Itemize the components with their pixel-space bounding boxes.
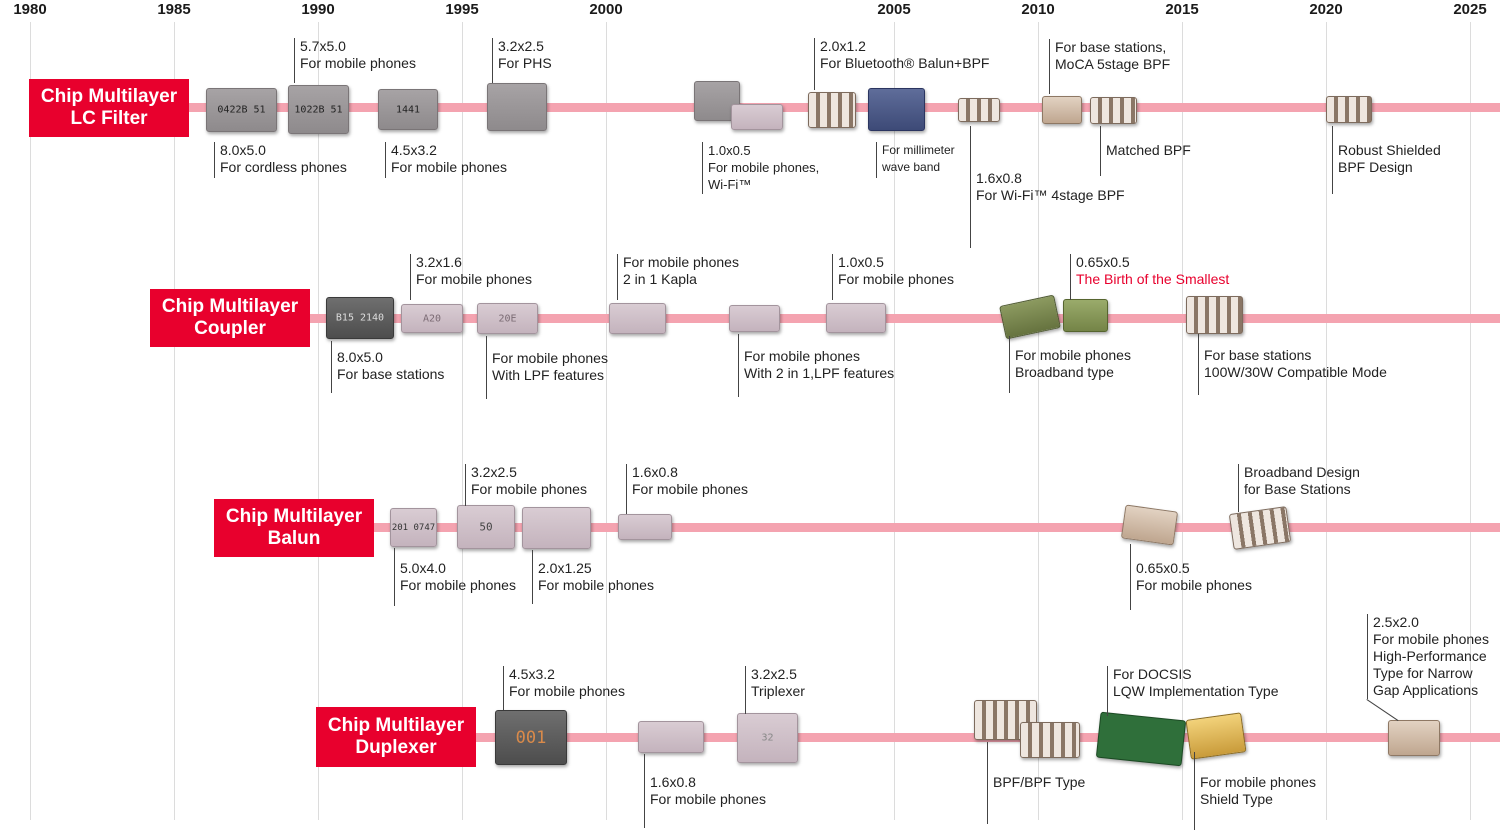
chip-image bbox=[1388, 720, 1440, 756]
chip-caption: 8.0x5.0 For base stations bbox=[331, 341, 444, 393]
chip-image: 201 0747 bbox=[390, 508, 437, 547]
chip-caption: 2.0x1.2 For Bluetooth® Balun+BPF bbox=[814, 38, 989, 90]
year-label: 2000 bbox=[589, 1, 623, 18]
chip-image: 0422B 51 bbox=[206, 88, 277, 132]
chip-image: A20 bbox=[401, 304, 463, 333]
year-label: 2020 bbox=[1309, 1, 1343, 18]
chip-image bbox=[522, 507, 591, 549]
chip-caption: For mobile phones Broadband type bbox=[1009, 336, 1131, 393]
chip-image bbox=[868, 88, 925, 131]
chip-image bbox=[487, 83, 547, 131]
chip-caption: 1.0x0.5 For mobile phones bbox=[832, 254, 954, 300]
chip-caption: 1.6x0.8 For Wi-Fi™ 4stage BPF bbox=[970, 126, 1125, 248]
chip-caption: 5.0x4.0 For mobile phones bbox=[394, 548, 516, 606]
chip-image bbox=[1326, 96, 1372, 123]
chip-image bbox=[731, 104, 783, 130]
year-label: 2005 bbox=[877, 1, 911, 18]
chip-image bbox=[826, 303, 886, 333]
chip-image bbox=[729, 305, 780, 332]
chip-image bbox=[958, 98, 1000, 122]
year-gridline bbox=[1470, 22, 1471, 820]
year-gridline bbox=[606, 22, 607, 820]
leader-line bbox=[1366, 699, 1399, 722]
chip-image bbox=[808, 92, 856, 128]
year-gridline bbox=[174, 22, 175, 820]
chip-caption: For base stations 100W/30W Compatible Mo… bbox=[1198, 334, 1387, 395]
chip-caption: Matched BPF bbox=[1100, 126, 1191, 176]
year-gridline bbox=[894, 22, 895, 820]
chip-caption: For mobile phones Shield Type bbox=[1194, 752, 1316, 830]
chip-image bbox=[1186, 296, 1243, 334]
timeline-track bbox=[308, 314, 1500, 323]
chip-caption: For millimeter wave band bbox=[876, 142, 955, 178]
chip-caption: 0.65x0.5 For mobile phones bbox=[1130, 544, 1252, 610]
year-gridline bbox=[1182, 22, 1183, 820]
chip-caption: 4.5x3.2 For mobile phones bbox=[503, 666, 625, 710]
chip-image: 50 bbox=[457, 505, 515, 549]
chip-caption: Robust Shielded BPF Design bbox=[1332, 126, 1441, 194]
chip-caption: BPF/BPF Type bbox=[987, 742, 1085, 824]
category-label-duplexer: Chip Multilayer Duplexer bbox=[316, 707, 476, 767]
chip-image bbox=[999, 294, 1061, 340]
category-label-coupler: Chip Multilayer Coupler bbox=[150, 289, 310, 347]
chip-image bbox=[638, 721, 704, 753]
chip-caption: For DOCSIS LQW Implementation Type bbox=[1107, 666, 1278, 716]
chip-caption: 3.2x2.5 Triplexer bbox=[745, 666, 805, 714]
chip-caption: 1.6x0.8 For mobile phones bbox=[644, 754, 766, 828]
chip-caption: 2.0x1.25 For mobile phones bbox=[532, 550, 654, 604]
year-label: 1990 bbox=[301, 1, 335, 18]
chip-image bbox=[1063, 299, 1108, 332]
chip-caption: Broadband Design for Base Stations bbox=[1238, 464, 1360, 512]
year-label: 2010 bbox=[1021, 1, 1055, 18]
chip-image: 20E bbox=[477, 303, 538, 334]
chip-image bbox=[1095, 711, 1187, 767]
chip-image: 1022B 51 bbox=[288, 85, 349, 134]
chip-caption: For mobile phones With LPF features bbox=[486, 336, 608, 399]
category-label-balun: Chip Multilayer Balun bbox=[214, 499, 374, 557]
chip-image bbox=[1020, 722, 1080, 758]
chip-image: 1441 bbox=[378, 89, 438, 130]
year-label: 2015 bbox=[1165, 1, 1199, 18]
chip-caption: For mobile phones With 2 in 1,LPF featur… bbox=[738, 334, 894, 397]
chip-image: 32 bbox=[737, 713, 798, 763]
chip-caption: 3.2x2.5 For PHS bbox=[492, 38, 552, 83]
year-gridline bbox=[462, 22, 463, 820]
year-gridline bbox=[318, 22, 319, 820]
year-label: 1985 bbox=[157, 1, 191, 18]
chip-image bbox=[1090, 97, 1137, 124]
chip-image: B15 2140 bbox=[326, 297, 394, 339]
chip-caption: 8.0x5.0 For cordless phones bbox=[214, 142, 347, 178]
chip-caption: For base stations, MoCA 5stage BPF bbox=[1049, 39, 1170, 94]
chip-caption: For mobile phones 2 in 1 Kapla bbox=[617, 254, 739, 300]
category-label-lc-filter: Chip Multilayer LC Filter bbox=[29, 79, 189, 137]
year-label: 2025 bbox=[1453, 1, 1487, 18]
chip-caption: 1.0x0.5 For mobile phones, Wi-Fi™ bbox=[702, 142, 819, 194]
chip-caption: 3.2x1.6 For mobile phones bbox=[410, 254, 532, 300]
year-gridline bbox=[1326, 22, 1327, 820]
chip-caption: 4.5x3.2 For mobile phones bbox=[385, 142, 507, 178]
chip-caption: 2.5x2.0 For mobile phones High-Performan… bbox=[1367, 614, 1489, 699]
chip-caption: 0.65x0.5 The Birth of the Smallest bbox=[1070, 254, 1229, 300]
chip-image bbox=[609, 303, 666, 334]
chip-caption: 1.6x0.8 For mobile phones bbox=[626, 464, 748, 514]
year-gridline bbox=[1038, 22, 1039, 820]
year-gridline bbox=[30, 22, 31, 820]
year-label: 1995 bbox=[445, 1, 479, 18]
chip-caption: 3.2x2.5 For mobile phones bbox=[465, 464, 587, 506]
chip-image bbox=[1120, 504, 1179, 546]
year-label: 1980 bbox=[13, 1, 47, 18]
chip-caption: 5.7x5.0 For mobile phones bbox=[294, 38, 416, 83]
chip-image: 001 bbox=[495, 710, 567, 765]
chip-image bbox=[1042, 96, 1082, 124]
timeline-track bbox=[372, 523, 1500, 532]
chip-image bbox=[618, 514, 672, 540]
